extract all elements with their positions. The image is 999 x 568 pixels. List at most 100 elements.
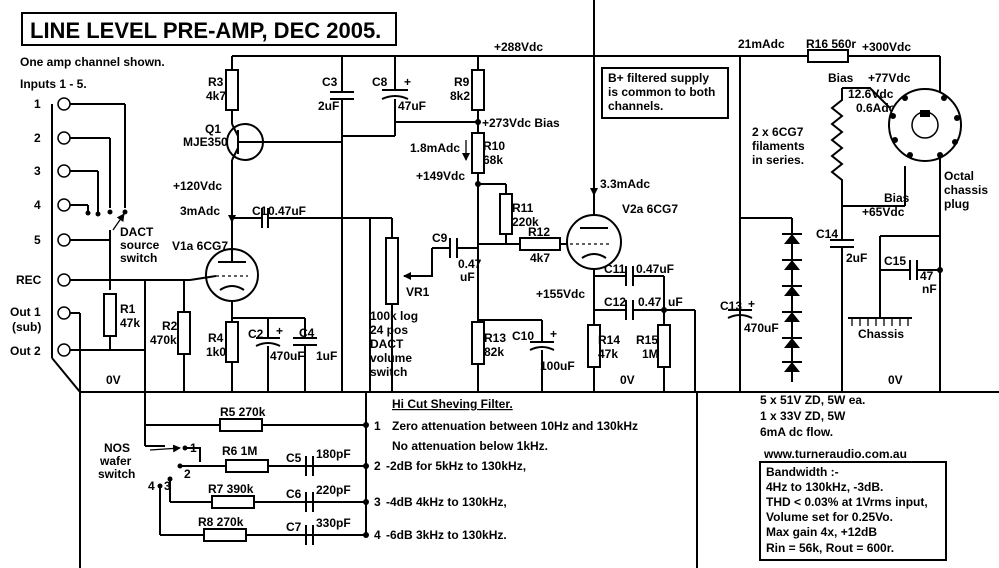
schematic-label: +149Vdc [416,169,465,183]
schematic-label: MJE350 [183,135,228,149]
junction-node [57,343,71,357]
specs-box: Bandwidth :- 4Hz to 130kHz, -3dB. THD < … [759,461,947,561]
junction-node [937,152,943,158]
schematic-label: chassis [944,183,988,197]
schematic-label: -4dB 4kHz to 130kHz, [386,495,507,509]
schematic-label: R4 [208,331,224,345]
schematic-label: + [404,75,411,89]
junction-node [57,273,71,287]
schematic-label: R16 560r [806,37,856,51]
schematic-label: 1 x 33V ZD, 5W [760,409,846,423]
zener-stack [782,233,802,372]
schematic-label: +120Vdc [173,179,222,193]
schematic-label: plug [944,197,969,211]
schematic-label: 82k [484,345,504,359]
junction-node [57,97,71,111]
junction-node [57,233,71,247]
schematic-label: 0.47uF [268,204,306,218]
schematic-label: Out 2 [10,344,41,358]
schematic-label: Zero attenuation between 10Hz and 130kHz [392,419,638,433]
schematic-label: 0.47 [638,295,662,309]
schematic-label: 2 [374,459,381,473]
schematic-label: volume [370,351,412,365]
schematic-label: 2 [34,131,41,145]
schematic-wire [255,342,281,347]
chassis-ground [851,318,909,326]
schematic-label: R7 390k [208,482,254,496]
component-body [225,69,239,111]
junction-node [57,131,71,145]
schematic-label: 0.47uF [636,262,674,276]
schematic-label: C13 [720,299,742,313]
junction-node [902,95,908,101]
schematic-label: 1 [34,97,41,111]
component-body [657,324,671,368]
schematic-label: wafer [99,454,132,468]
component-body [225,321,239,363]
junction-node [892,137,898,143]
junction-node [941,95,947,101]
schematic-label: Bias [828,71,854,85]
schematic-label: 1 [374,419,381,433]
schematic-label: 470uF [270,349,305,363]
schematic-label: 0V [620,373,635,387]
schematic-label: (sub) [12,320,41,334]
schematic-label: V1a 6CG7 [172,239,228,253]
schematic-label: C11 [604,262,626,276]
title-block: LINE LEVEL PRE-AMP, DEC 2005. [21,12,397,46]
schematic-label: 21mAdc [738,37,785,51]
schematic-label: 68k [483,153,503,167]
schematic-label: +300Vdc [862,40,911,54]
schematic-label: Octal [944,169,974,183]
junction-node [566,214,622,270]
schematic-label: VR1 [406,285,430,299]
schematic-label: R14 [598,333,620,347]
schematic-label: C4 [299,326,315,340]
schematic-label: 5 x 51V ZD, 5W ea. [760,393,865,407]
schematic-label: 0V [888,373,903,387]
title-text: LINE LEVEL PRE-AMP, DEC 2005. [30,18,381,43]
schematic-wire [784,260,800,270]
schematic-label: 5 [34,233,41,247]
schematic-label: in series. [752,153,804,167]
component-body [177,311,191,355]
schematic-label: 4k7 [206,89,226,103]
schematic-label: www.turneraudio.com.au [763,447,907,461]
schematic-label: V2a 6CG7 [622,202,678,216]
schematic-label: +273Vdc Bias [482,116,560,130]
schematic-label: + [748,297,755,311]
schematic-label: 4 [374,528,381,542]
component-body [103,293,117,337]
junction-node [363,463,369,469]
schematic-label: THD < 0.03% at 1Vrms input, [766,495,928,509]
schematic-wire [189,275,217,281]
schematic-label: DACT [370,337,404,351]
input-jack-1: 1 [34,97,125,111]
junction-node [890,113,896,119]
schematic-label: 220k [512,215,539,229]
schematic-wire [727,314,753,319]
component-body [225,459,269,473]
schematic-label: R9 [454,75,470,89]
schematic-label: 2uF [846,251,867,265]
stage-2: R9 8k2 +288Vdc +273Vdc Bias 1.8mAdc R10 … [395,0,696,392]
schematic-label: 100k log [370,309,418,323]
input-jack-rec: REC [16,273,190,287]
schematic-label: filaments [752,139,805,153]
inputs-heading: Inputs 1 - 5. [20,77,87,91]
schematic-wire [381,95,409,100]
schematic-wire [784,362,800,372]
schematic-wire [842,87,891,109]
schematic-label: 180pF [316,447,351,461]
schematic-label: 330pF [316,516,351,530]
component-body [219,418,263,432]
schematic-label: 220pF [316,483,351,497]
schematic-label: 3.3mAdc [600,177,650,191]
title-box [21,12,397,46]
junction-node [363,532,369,538]
schematic-wire [231,123,239,137]
schematic-label: R11 [512,201,534,215]
schematic-label: + [550,327,557,341]
schematic-label: C10 [512,329,534,343]
